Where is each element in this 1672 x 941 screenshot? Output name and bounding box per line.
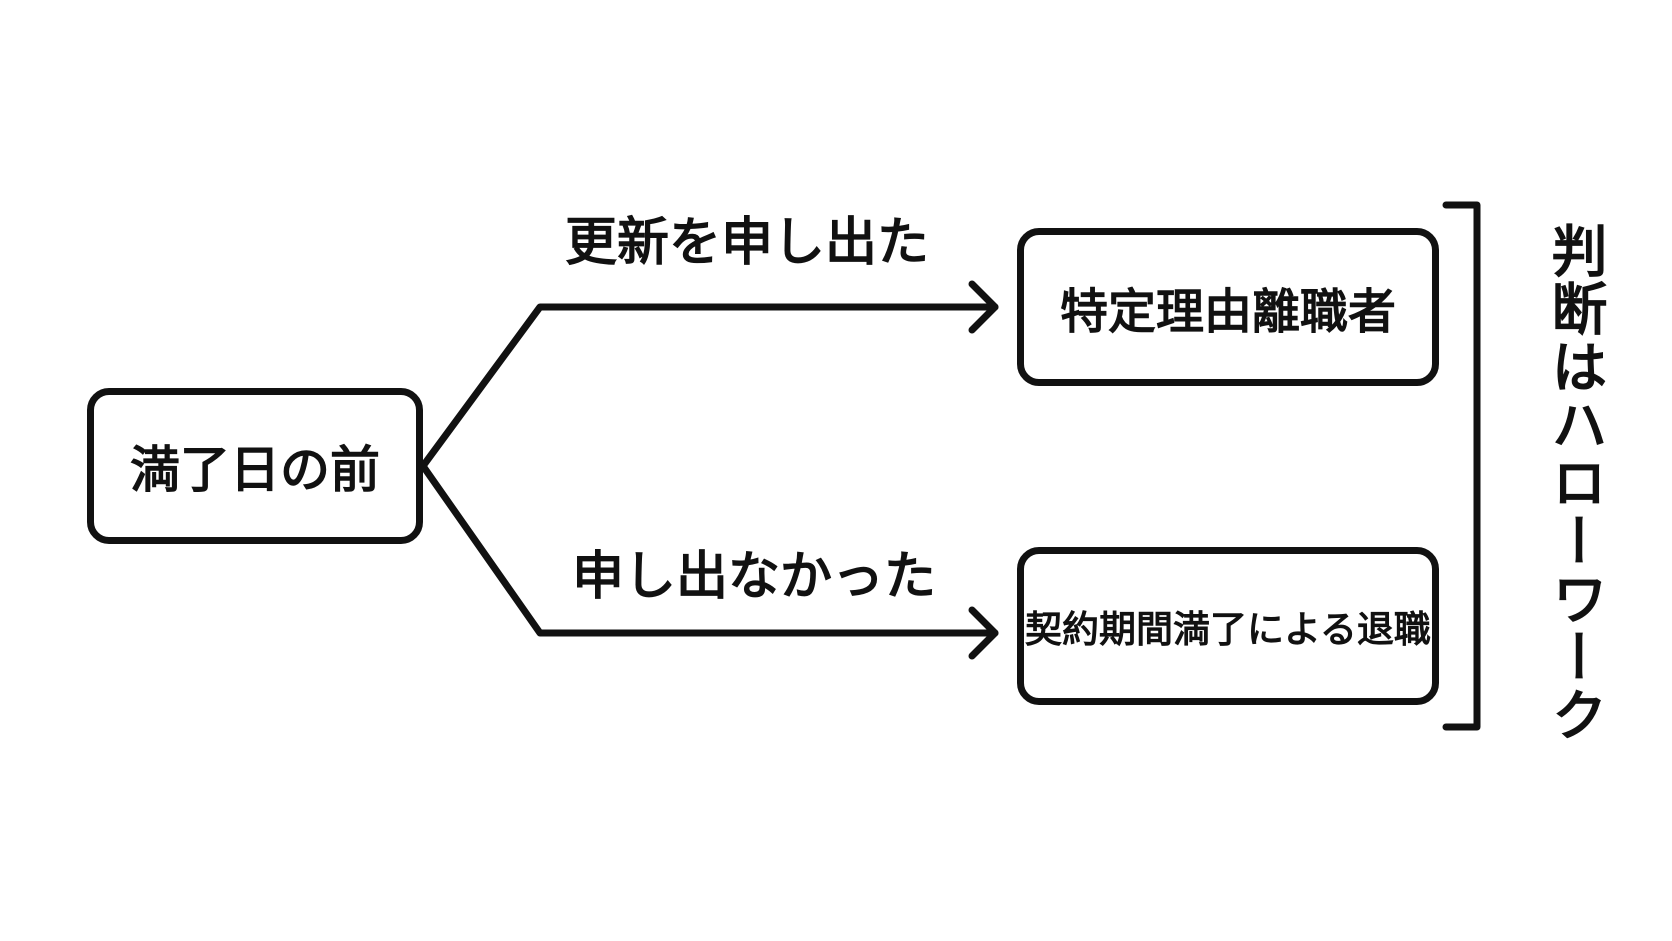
arrowhead-bottom — [968, 606, 999, 660]
branch-line-bottom — [419, 462, 999, 637]
branch-label-bottom: 申し出なかった — [572, 547, 937, 607]
arrowhead-top — [968, 280, 999, 334]
side-note: 判断はハローワーク — [1542, 222, 1607, 744]
grouping-bracket — [1442, 201, 1481, 731]
start-node: 満了日の前 — [87, 388, 423, 544]
result-node-top: 特定理由離職者 — [1017, 228, 1439, 386]
result-node-bottom: 契約期間満了による退職 — [1017, 547, 1439, 705]
branch-line-top — [419, 303, 999, 470]
branch-label-top: 更新を申し出た — [565, 213, 930, 273]
